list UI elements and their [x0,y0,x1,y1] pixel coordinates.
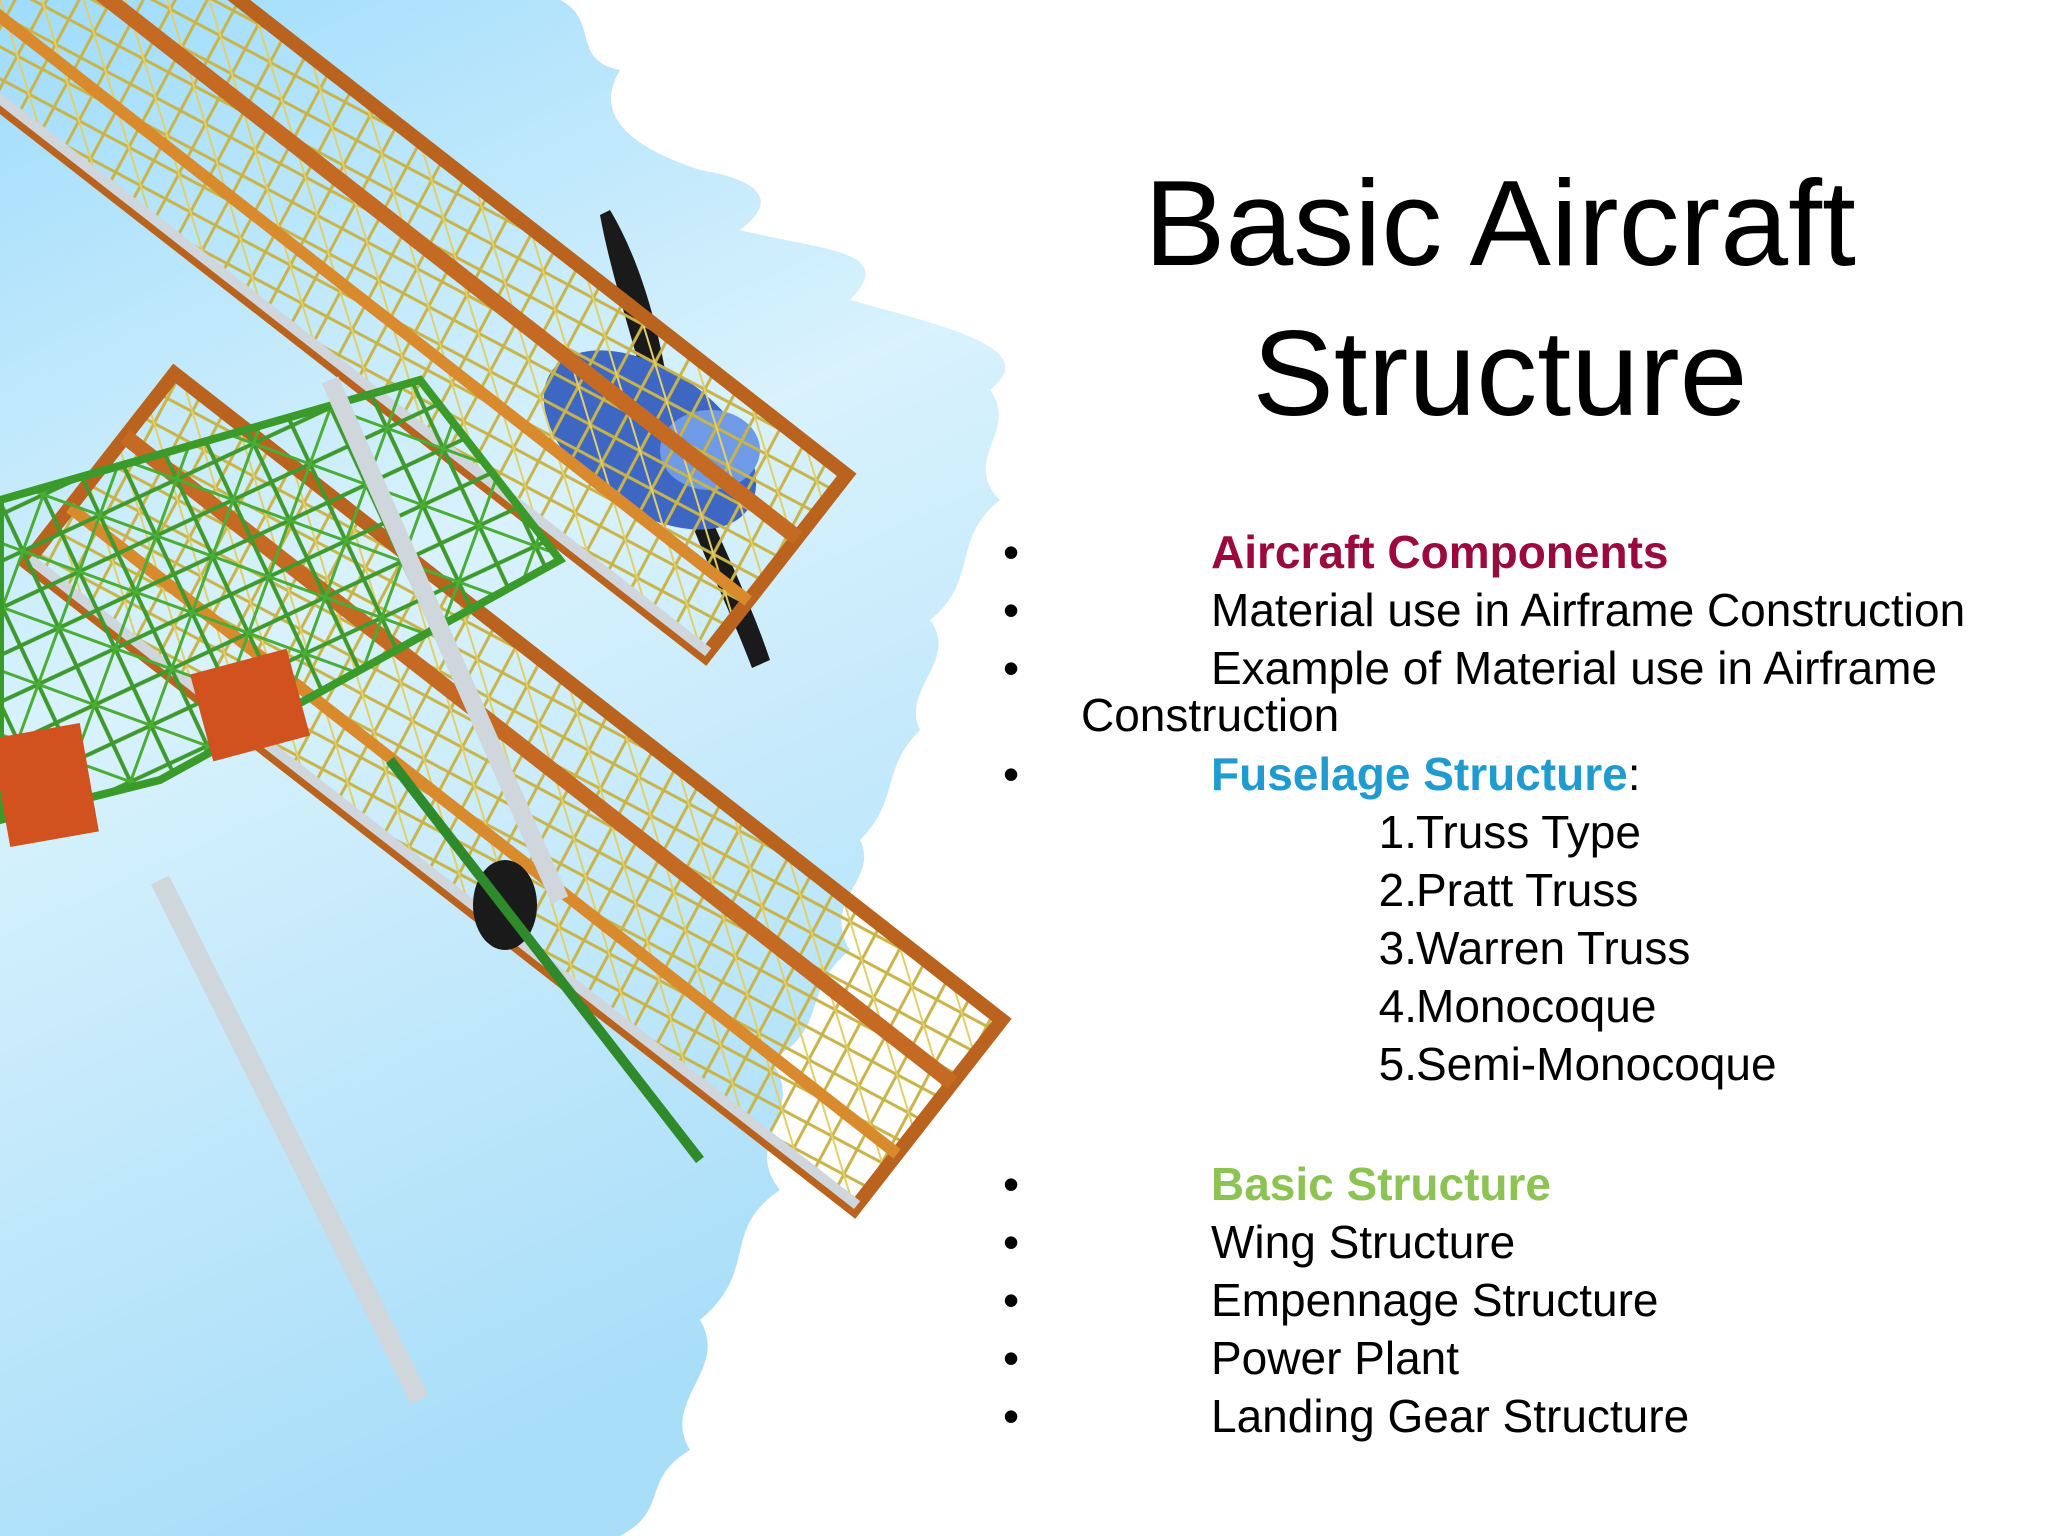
item-wing-structure: Wing Structure [1211,1216,1516,1268]
item-aircraft-components: Aircraft Components [1211,526,1669,578]
slide-title: Basic Aircraft Structure [1100,148,1900,448]
upper-wing [0,0,857,666]
bullet-marker: • [1003,1216,1020,1268]
bullet-marker: • [1003,1332,1020,1384]
numbered-item-text: Truss Type [1416,806,1641,858]
numbered-item-text: Warren Truss [1416,922,1691,974]
number-label: 4. [1378,980,1417,1032]
item-material-example-continuation: Construction [1081,689,1340,741]
number-label: 3. [1378,922,1417,974]
item-empennage-structure: Empennage Structure [1211,1274,1659,1326]
bullet-marker: • [1003,526,1020,578]
number-label: 5. [1378,1038,1417,1090]
item-power-plant: Power Plant [1211,1332,1460,1384]
numbered-item-text: Semi-Monocoque [1416,1038,1777,1090]
title-line-2: Structure [1252,305,1748,441]
item-fuselage: Fuselage Structure: [1211,747,1640,801]
bullet-marker: • [1003,642,1020,694]
bullet-marker: • [1003,748,1020,800]
numbered-item-text: Pratt Truss [1416,864,1639,916]
item-basic-structure: Basic Structure [1211,1158,1552,1210]
item-landing-gear: Landing Gear Structure [1211,1390,1690,1442]
numbered-item-text: Monocoque [1416,980,1657,1032]
number-label: 2. [1378,864,1417,916]
title-line-1: Basic Aircraft [1144,155,1856,291]
number-label: 1. [1378,806,1417,858]
bullet-marker: • [1003,1390,1020,1442]
item-material-use: Material use in Airframe Construction [1211,584,1966,636]
item-fuselage-colon: : [1627,748,1641,800]
bullet-marker: • [1003,1158,1020,1210]
fuselage-frame [0,375,567,847]
bullet-marker: • [1003,1274,1020,1326]
bullet-marker: • [1003,584,1020,636]
item-fuselage-label: Fuselage Structure [1211,748,1628,800]
item-material-example: Example of Material use in Airframe [1211,642,1938,694]
